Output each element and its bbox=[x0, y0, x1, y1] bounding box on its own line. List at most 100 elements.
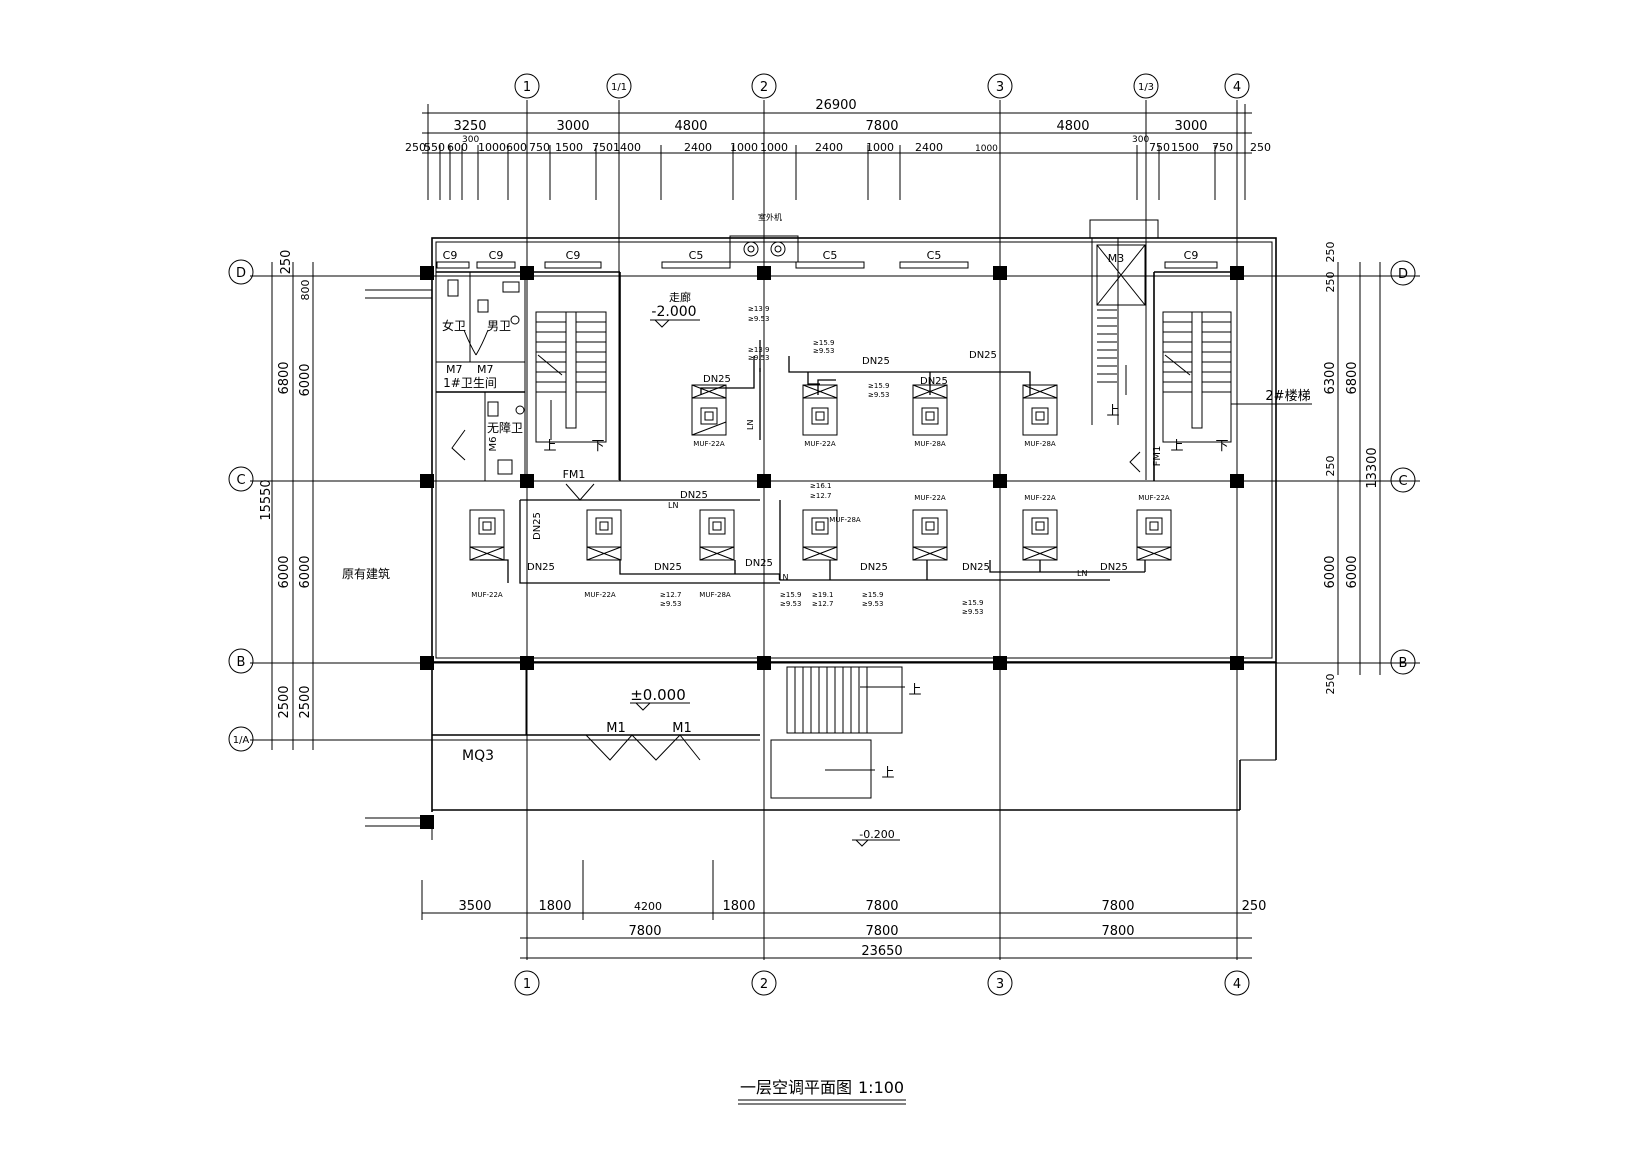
pipe-tag: ≥16.1 bbox=[810, 482, 831, 490]
dim-left: 6800 bbox=[277, 361, 292, 394]
dim-total-top: 26900 bbox=[815, 98, 856, 113]
pipe-tag: ≥9.53 bbox=[862, 600, 883, 608]
axis-label: D bbox=[1398, 267, 1408, 282]
pipe-label: DN25 bbox=[969, 350, 997, 361]
dim-top-1: 4800 bbox=[674, 119, 707, 134]
door-label: M1 bbox=[606, 721, 626, 736]
ln-label: LN bbox=[778, 573, 788, 582]
grid-lines bbox=[250, 100, 1420, 960]
window-label: C9 bbox=[489, 249, 504, 262]
pipe-tag: ≥12.7 bbox=[810, 492, 831, 500]
dim-left: 15550 bbox=[259, 479, 274, 520]
fcu-label: MUF-28A bbox=[914, 440, 946, 448]
dim-right: 6000 bbox=[1345, 555, 1360, 588]
pipe-tag: ≥9.53 bbox=[748, 315, 769, 323]
dim-top-2: 1500 bbox=[1171, 141, 1199, 154]
fcu-unit bbox=[912, 509, 948, 561]
room-wc1: 1#卫生间 bbox=[443, 376, 497, 390]
axis-label: 3 bbox=[996, 977, 1004, 992]
axis-label: 4 bbox=[1233, 80, 1241, 95]
dim-left: 800 bbox=[299, 280, 312, 301]
dim-right: 6800 bbox=[1345, 361, 1360, 394]
elevation-label: ±0.000 bbox=[630, 686, 686, 704]
dim-right: 13300 bbox=[1365, 447, 1380, 488]
dim-bottom-1: 7800 bbox=[865, 899, 898, 914]
dim-top-2: 750 bbox=[529, 141, 550, 154]
door-label: M3 bbox=[1108, 252, 1125, 265]
pipe-tag: ≥19.1 bbox=[812, 591, 833, 599]
dim-top-2: 250 bbox=[405, 141, 426, 154]
steps-up-label: 上 bbox=[881, 766, 894, 781]
pipe-label: DN25 bbox=[745, 558, 773, 569]
room-accessible-wc: 无障卫 bbox=[487, 420, 523, 435]
fcu-label: MUF-22A bbox=[471, 591, 503, 599]
dim-top-2: 750 bbox=[1149, 141, 1170, 154]
axis-label: 1/3 bbox=[1138, 82, 1154, 93]
dim-top-2: 550 bbox=[424, 141, 445, 154]
pipe-tag: ≥15.9 bbox=[813, 339, 834, 347]
door-label: M1 bbox=[672, 721, 692, 736]
stair-down-label: 下 bbox=[1215, 439, 1228, 454]
fcu-label: MUF-28A bbox=[699, 591, 731, 599]
axis-label: 1/A bbox=[233, 735, 250, 746]
dim-bottom-1: 7800 bbox=[1101, 899, 1134, 914]
pipe-tag: ≥9.53 bbox=[962, 608, 983, 616]
door-label: FM1 bbox=[1152, 446, 1163, 467]
left-dimension-texts: 250 6800 15550 6000 2500 800 6000 6000 2… bbox=[259, 250, 313, 719]
room-female-wc: 女卫 bbox=[442, 318, 466, 333]
dim-bottom-1: 250 bbox=[1242, 899, 1267, 914]
dim-top-2: 300 bbox=[462, 135, 479, 145]
dim-right: 250 bbox=[1324, 242, 1337, 263]
dim-top-2: 750 bbox=[592, 141, 613, 154]
pipe-tag: ≥15.9 bbox=[780, 591, 801, 599]
pipe-tag: ≥9.53 bbox=[780, 600, 801, 608]
top-dimension-lines bbox=[422, 104, 1252, 200]
stair-2-label: 2#楼梯 bbox=[1265, 389, 1310, 404]
window-label: C5 bbox=[689, 249, 704, 262]
ln-label: LN bbox=[1077, 569, 1087, 578]
title-text: 一层空调平面图 bbox=[740, 1078, 852, 1097]
pipe-label: DN25 bbox=[703, 374, 731, 385]
walls bbox=[365, 219, 1277, 840]
dim-top-2: 1000 bbox=[730, 141, 758, 154]
dim-top-2: 600 bbox=[506, 141, 527, 154]
pipe-tag: ≥15.9 bbox=[962, 599, 983, 607]
fan-coil-units bbox=[469, 384, 1172, 561]
axis-label: B bbox=[1399, 656, 1408, 671]
dim-right: 250 bbox=[1324, 456, 1337, 477]
scale-text: 1:100 bbox=[858, 1078, 904, 1097]
dim-top-2: 250 bbox=[1250, 141, 1271, 154]
sanitary-fixtures bbox=[447, 279, 525, 475]
stair-up-label: 上 bbox=[1170, 439, 1183, 454]
axis-bubbles-bottom: 1 2 3 4 bbox=[514, 970, 1250, 996]
top-dimension-texts-fine: 250 550 600 300 1000 600 750 1500 750 14… bbox=[405, 135, 1271, 154]
pipe-tag: ≥9.53 bbox=[748, 354, 769, 362]
dim-top-2: 1000 bbox=[760, 141, 788, 154]
elevation-label: -0.200 bbox=[859, 828, 894, 841]
door-label: MQ3 bbox=[462, 748, 494, 764]
door-swings bbox=[451, 329, 1141, 761]
door-label: M7 bbox=[477, 363, 494, 376]
dim-total-bottom: 23650 bbox=[861, 944, 902, 959]
windows: C9 C9 C9 C5 C5 C5 C9 bbox=[436, 249, 1218, 269]
room-male-wc: 男卫 bbox=[487, 319, 511, 333]
pipe-tag: ≥9.53 bbox=[660, 600, 681, 608]
dim-top-2: 300 bbox=[1132, 135, 1149, 145]
axis-label: 3 bbox=[996, 80, 1004, 95]
pipe-tag: ≥15.9 bbox=[862, 591, 883, 599]
elevation-marks: -2.000 ±0.000 -0.200 bbox=[630, 304, 900, 847]
fcu-label: MUF-22A bbox=[1024, 494, 1056, 502]
dim-top-1: 3000 bbox=[1174, 119, 1207, 134]
fcu-label: MUF-22A bbox=[693, 440, 725, 448]
dim-left: 6000 bbox=[298, 363, 313, 396]
pipe-label: DN25 bbox=[862, 356, 890, 367]
stair-down-label: 下 bbox=[591, 439, 604, 454]
window-label: C5 bbox=[823, 249, 838, 262]
dim-bottom-1: 1800 bbox=[722, 899, 755, 914]
dim-top-2: 1000 bbox=[478, 141, 506, 154]
columns bbox=[420, 266, 1244, 829]
axis-bubbles-right: D C B bbox=[1390, 260, 1416, 675]
pipe-label: DN25 bbox=[920, 376, 948, 387]
fcu-unit bbox=[802, 384, 838, 436]
dim-right: 250 bbox=[1324, 674, 1337, 695]
